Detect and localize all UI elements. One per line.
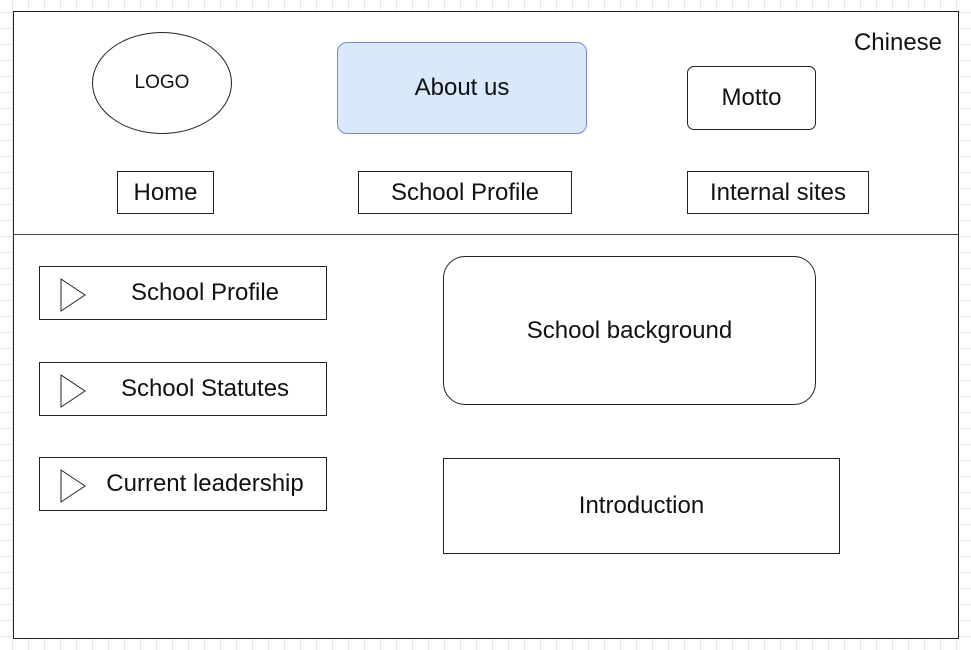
school-background-panel: School background (443, 256, 816, 405)
triangle-right-icon (60, 374, 86, 408)
header-divider (13, 234, 959, 235)
introduction-label: Introduction (578, 492, 705, 519)
school-background-label: School background (526, 316, 733, 344)
triangle-right-icon (60, 278, 86, 312)
logo-label: LOGO (134, 72, 190, 93)
nav-item-label: Home (133, 178, 198, 206)
language-label: Chinese (853, 29, 943, 56)
sidebar-item-school-statutes[interactable]: School Statutes (39, 362, 327, 416)
motto-box[interactable]: Motto (687, 66, 816, 130)
about-us-banner[interactable]: About us (337, 42, 587, 134)
triangle-right-icon (60, 469, 86, 503)
nav-item-label: Internal sites (709, 178, 847, 206)
logo[interactable]: LOGO (92, 32, 232, 134)
sidebar-item-label: School Statutes (120, 375, 290, 402)
sidebar-item-school-profile[interactable]: School Profile (39, 266, 327, 320)
sidebar-item-label: Current leadership (106, 470, 304, 497)
about-us-label: About us (414, 74, 510, 101)
language-switch-link[interactable]: Chinese (840, 28, 956, 58)
introduction-panel: Introduction (443, 458, 840, 554)
nav-item-label: School Profile (390, 178, 540, 206)
nav-item-internal-sites[interactable]: Internal sites (687, 171, 869, 214)
motto-label: Motto (721, 84, 782, 111)
nav-item-school-profile[interactable]: School Profile (358, 171, 572, 214)
nav-item-home[interactable]: Home (117, 171, 214, 214)
sidebar-item-current-leadership[interactable]: Current leadership (39, 457, 327, 511)
sidebar-item-label: School Profile (130, 279, 280, 306)
